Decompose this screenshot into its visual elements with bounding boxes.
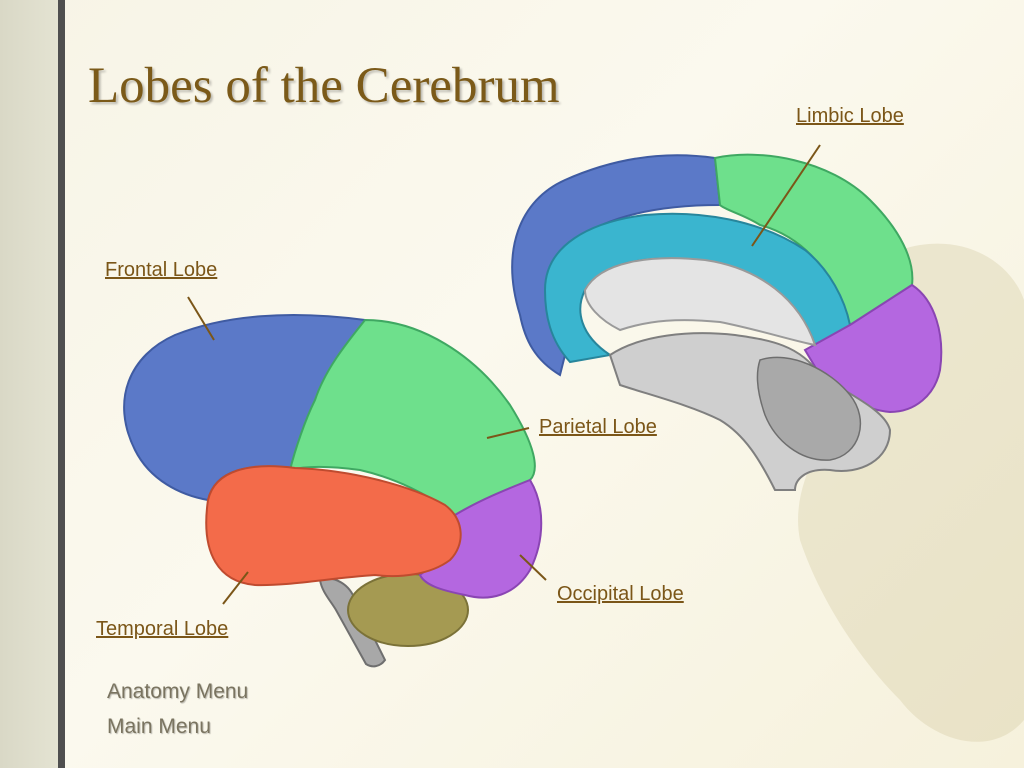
lateral-temporal-region [205,465,462,587]
temporal-lobe-label[interactable]: Temporal Lobe [96,618,229,640]
leader-line-parietal [486,427,530,439]
medial-brain-view [511,153,943,491]
medial-corpus-callosum [583,257,817,347]
leader-line-temporal [222,571,249,605]
parietal-lobe-label[interactable]: Parietal Lobe [539,416,657,438]
limbic-lobe-label[interactable]: Limbic Lobe [796,105,904,127]
left-decor-bar [58,0,65,768]
main-menu-link[interactable]: Main Menu [107,715,211,738]
occipital-lobe-label[interactable]: Occipital Lobe [557,583,684,605]
page-title: Lobes of the Cerebrum [88,58,560,114]
leader-line-frontal [187,296,215,341]
left-decor-strip [0,0,58,768]
anatomy-menu-link[interactable]: Anatomy Menu [107,680,249,703]
leader-line-occipital [519,554,547,581]
lateral-brain-view [123,314,543,668]
background-brain-watermark [798,243,1024,742]
frontal-lobe-label[interactable]: Frontal Lobe [105,259,218,281]
leader-line-limbic [751,144,821,247]
leader-lines [187,144,821,605]
lateral-occipital-region [418,478,543,599]
